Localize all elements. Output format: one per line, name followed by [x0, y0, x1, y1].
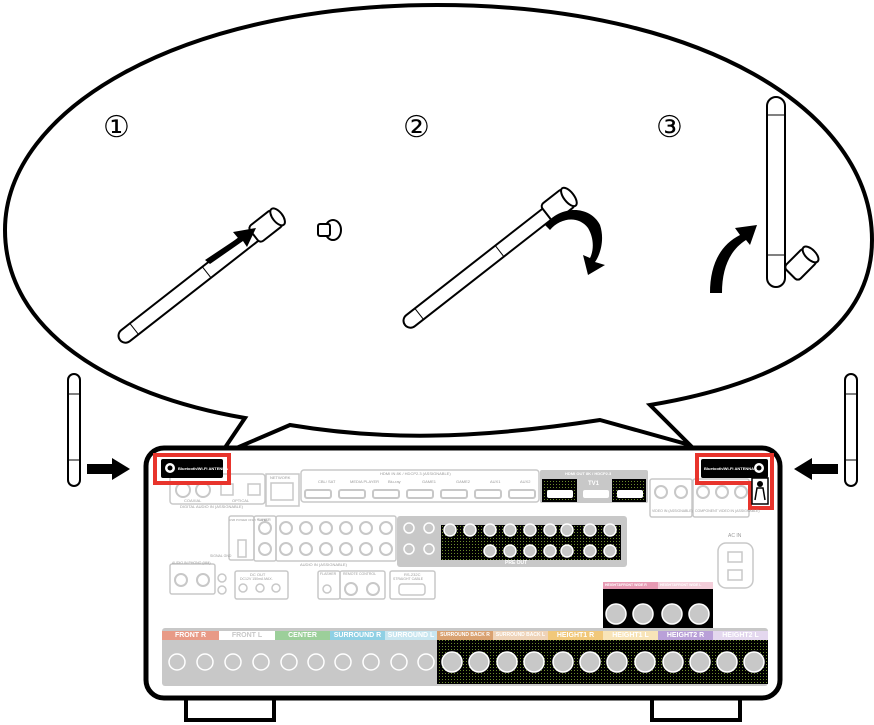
hdmi-in-label-6: AUX1	[490, 479, 501, 484]
right-insert-arrow-icon	[794, 458, 838, 480]
hdmi-in-header: HDMI IN 8K / HDCP2.3 (ASSIGNABLE)	[380, 471, 451, 476]
signal-gnd-label: SIGNAL GND	[210, 554, 232, 558]
step1-antenna-illustration	[117, 207, 342, 344]
rotate-arrow-icon	[545, 210, 605, 275]
dc-out-spec: DC12V 150mA MAX.	[240, 577, 273, 581]
hdmi-in-label-7: AUX2	[520, 479, 531, 484]
speaker-front-l: FRONT L	[219, 631, 275, 640]
speaker-front-r: FRONT R	[162, 631, 219, 640]
network-label: NETWORK	[270, 475, 291, 480]
hdmi-out-tv1: TV1	[588, 481, 600, 487]
digital-audio-footer: DIGITAL AUDIO IN (ASSIGNABLE)	[180, 504, 243, 509]
left-insert-arrow-icon	[87, 458, 130, 480]
video-in-label: VIDEO IN (ASSIGNABLE)	[652, 509, 693, 513]
dc-out-label: DC OUT	[250, 572, 266, 577]
ac-in-label: AC IN	[728, 533, 742, 539]
speaker-height1-r: HEIGHT1 R	[548, 631, 603, 640]
left-antenna-icon	[67, 373, 81, 487]
height3-r-label: HEIGHT3/FRONT WIDE R	[605, 583, 647, 587]
speaker-height2-r: HEIGHT2 R	[658, 631, 713, 640]
height3-l-label: HEIGHT3/FRONT WIDE L	[660, 583, 702, 587]
rs232c-sub-label: STRAIGHT CABLE	[393, 577, 424, 581]
usb-label: USB POWER ONLY 5V/1.5A	[229, 518, 268, 522]
speaker-surround-l: SURROUND L	[385, 631, 437, 640]
hdmi-in-label-4: GAME1	[422, 479, 437, 484]
speaker-surround-r: SURROUND R	[330, 631, 385, 640]
step2-antenna-illustration	[402, 186, 578, 329]
speaker-center: CENTER	[275, 631, 330, 640]
phono-label: AUDIO IN PHONO (MM)	[172, 561, 211, 565]
right-antenna-icon	[844, 373, 858, 487]
hdmi-in-label-3: Blu-ray	[388, 479, 401, 484]
tuner-label: TUNER	[257, 517, 271, 522]
flasher-label: FLASHER	[320, 572, 337, 576]
hdmi-in-label-5: GAME2	[456, 479, 471, 484]
right-antenna-terminal-highlight	[695, 453, 774, 510]
left-antenna-terminal-label: Bluetooth/Wi-Fi ANTENNA	[178, 466, 229, 471]
hdmi-in-label-1: CBL/ SAT	[318, 479, 336, 484]
speaker-surround-back-l: SURROUND BACK L	[493, 631, 548, 640]
right-antenna-terminal-label: Bluetooth/Wi-Fi ANTENNA	[704, 466, 755, 471]
rs232c-label: RS-232C	[404, 572, 421, 577]
callout-bubble	[2, 2, 874, 460]
left-antenna-terminal-highlight	[153, 453, 231, 485]
audio-in-footer: AUDIO IN (ASSIGNABLE)	[300, 562, 347, 567]
speaker-height2-l: HEIGHT2 L	[713, 631, 768, 640]
hdmi-out-header: HDMI OUT 8K / HDCP2.3	[565, 471, 612, 476]
bend-arrow-icon	[710, 225, 757, 293]
speakers-footer: SPEAKERS	[425, 685, 448, 690]
hdmi-in-label-2: MEDIA PLAYER	[350, 479, 380, 484]
optical-label: OPTICAL	[232, 498, 250, 503]
step-1-number: ①	[103, 110, 130, 145]
step-3-number: ③	[656, 110, 683, 145]
step-2-number: ②	[403, 110, 430, 145]
pre-out-footer: PRE OUT	[505, 560, 528, 566]
remote-control-label: REMOTE CONTROL	[343, 572, 377, 576]
coaxial-label: COAXIAL	[184, 498, 202, 503]
push-arrow-icon	[205, 228, 256, 264]
step3-antenna-illustration	[766, 96, 820, 288]
speaker-height1-l: HEIGHT1 L	[603, 631, 658, 640]
speaker-surround-back-r: SURROUND BACK R	[437, 631, 493, 640]
component-video-label: COMPONENT VIDEO IN (ASSIGNABLE)	[695, 509, 760, 513]
